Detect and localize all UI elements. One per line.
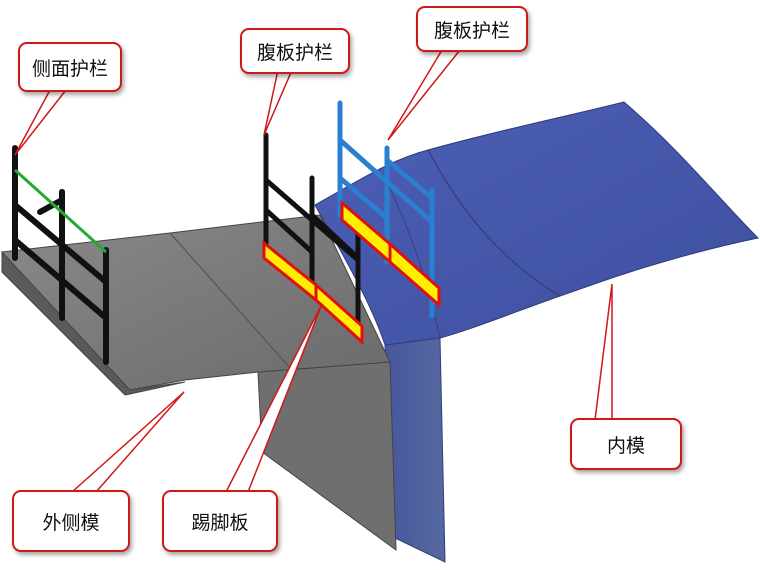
- leader-outer-side-formwork: [70, 391, 185, 493]
- side-guardrail-rail-1: [12, 202, 109, 285]
- toe-board-black-side: [262, 239, 364, 346]
- leader-web-guardrail-black: [263, 69, 294, 136]
- web-guardrail-blue-rail-3: [384, 157, 435, 201]
- label-toe-board: 踢脚板: [162, 490, 278, 552]
- side-guardrail-rail-4: [37, 197, 65, 215]
- toe-board-blue-side: [340, 199, 441, 309]
- leader-web-guardrail-blue: [387, 49, 462, 141]
- outer-fold-line: [169, 232, 291, 369]
- inner-fold-line-1: [427, 149, 561, 297]
- toe-board-segment-4: [388, 240, 441, 309]
- label-web-guardrail-black: 腹板护栏: [240, 28, 350, 74]
- label-outer-side-formwork: 外侧模: [12, 490, 130, 552]
- label-side-guardrail: 侧面护栏: [18, 42, 122, 92]
- inner-formwork-top: [314, 101, 760, 346]
- web-guardrail-blue-rail-2: [337, 175, 390, 221]
- callout-leaders: [14, 49, 613, 493]
- web-guardrail-blue-shape: [337, 100, 435, 319]
- side-guardrail-rail-2: [12, 237, 109, 321]
- side-guardrail-shape: [12, 145, 109, 365]
- side-guardrail-green-rail: [13, 168, 108, 254]
- leader-side-guardrail: [14, 89, 68, 156]
- web-guardrail-blue-rail-1: [337, 137, 435, 225]
- outer-formwork-edge: [1, 250, 186, 396]
- label-web-guardrail-blue: 腹板护栏: [416, 6, 528, 52]
- web-guardrail-black-rail-2: [263, 207, 315, 255]
- toe-board-segment-2: [314, 281, 364, 346]
- web-guardrail-black-shape: [263, 132, 361, 338]
- leader-inner-formwork: [594, 283, 613, 421]
- outer-formwork-shape: [1, 214, 397, 552]
- web-guardrail-black-rail-3: [309, 212, 361, 261]
- label-inner-formwork: 内模: [570, 418, 682, 470]
